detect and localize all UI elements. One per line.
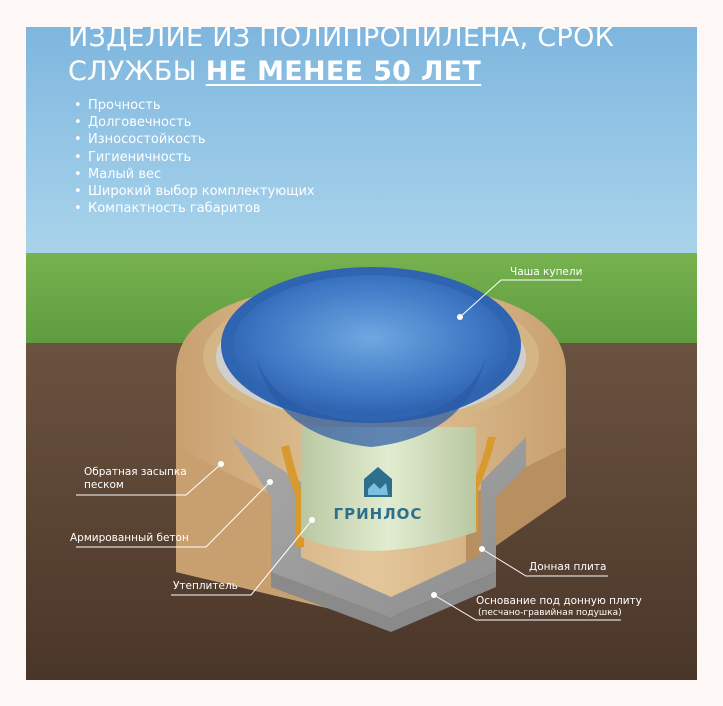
feature-item: • Износостойкость xyxy=(74,131,315,148)
callout-line-backfill xyxy=(76,463,222,496)
bullet-icon: • xyxy=(74,149,82,165)
bullet-icon: • xyxy=(74,201,82,217)
callout-dot-bowl xyxy=(457,314,463,320)
feature-text: Долговечность xyxy=(88,115,192,131)
title-line1: ИЗДЕЛИЕ ИЗ ПОЛИПРОПИЛЕНА, СРОК xyxy=(68,27,615,53)
logo-wave-icon xyxy=(368,483,388,495)
feature-item: • Гигиеничность xyxy=(74,149,315,166)
sand-cut-face-right xyxy=(386,447,566,622)
insulation-left xyxy=(281,445,304,547)
feature-item: • Долговечность xyxy=(74,114,315,131)
callout-lines xyxy=(76,279,621,621)
feature-text: Малый вес xyxy=(88,166,162,182)
callout-dot-bottom-slab xyxy=(479,546,485,552)
callout-dot-base xyxy=(431,592,437,598)
label-bowl: Чаша купели xyxy=(510,266,582,278)
label-bottom-slab: Донная плита xyxy=(529,561,606,573)
callout-line-base xyxy=(433,594,621,621)
label-base-line1: Основание под донную плиту xyxy=(476,595,642,607)
concrete-wall xyxy=(231,437,526,617)
bullet-icon: • xyxy=(74,132,82,148)
feature-text: Прочность xyxy=(88,98,161,113)
label-backfill-line1: Обратная засыпка xyxy=(84,466,187,478)
bowl-depth-shade xyxy=(256,357,486,447)
callout-line-concrete xyxy=(76,481,271,548)
label-insulation: Утеплитель xyxy=(173,580,238,592)
feature-text: Гигиеничность xyxy=(88,149,192,165)
callout-line-bottom-slab xyxy=(481,548,608,577)
infographic-card: ГРИНЛОС Чаша купели Обратная засыпка пес… xyxy=(26,27,697,680)
bullet-icon: • xyxy=(74,184,82,200)
feature-item: • Широкий выбор комплектующих xyxy=(74,183,315,200)
callout-dot-concrete xyxy=(267,479,273,485)
insulation-right xyxy=(470,437,496,532)
callout-dot-backfill xyxy=(218,461,224,467)
cutaway-illustration: ГРИНЛОС Чаша купели Обратная засыпка пес… xyxy=(26,253,697,680)
feature-list: • Прочность • Долговечность • Износостойкос… xyxy=(74,97,315,217)
callout-dot-insulation xyxy=(309,517,315,523)
feature-text: Износостойкость xyxy=(88,132,206,148)
sky-background xyxy=(26,27,697,253)
brand-logo: ГРИНЛОС xyxy=(334,467,423,523)
bullet-icon: • xyxy=(74,98,82,113)
sand-cut-face xyxy=(176,447,386,622)
feature-text: Широкий выбор комплектующих xyxy=(88,184,315,200)
feature-text: Компактность габаритов xyxy=(88,201,261,217)
feature-item: • Малый вес xyxy=(74,166,315,183)
callout-line-insulation xyxy=(171,519,313,596)
callout-dots xyxy=(218,314,485,598)
bullet-icon: • xyxy=(74,166,82,182)
callout-line-bowl xyxy=(459,279,582,318)
brand-name: ГРИНЛОС xyxy=(334,505,423,523)
label-concrete: Армированный бетон xyxy=(70,532,189,544)
title-line2-prefix: СЛУЖБЫ xyxy=(68,56,206,87)
feature-item: • Компактность габаритов xyxy=(74,200,315,217)
page-title: ИЗДЕЛИЕ ИЗ ПОЛИПРОПИЛЕНА, СРОК СЛУЖБЫ НЕ… xyxy=(68,27,614,89)
feature-item: • Прочность xyxy=(74,97,315,114)
bottom-slab xyxy=(271,572,496,632)
label-base-line2: (песчано-гравийная подушка) xyxy=(478,608,622,618)
bowl-inner xyxy=(233,275,509,415)
bullet-icon: • xyxy=(74,115,82,131)
title-highlight: НЕ МЕНЕЕ 50 ЛЕТ xyxy=(205,56,482,87)
label-backfill-line2: песком xyxy=(84,479,124,491)
